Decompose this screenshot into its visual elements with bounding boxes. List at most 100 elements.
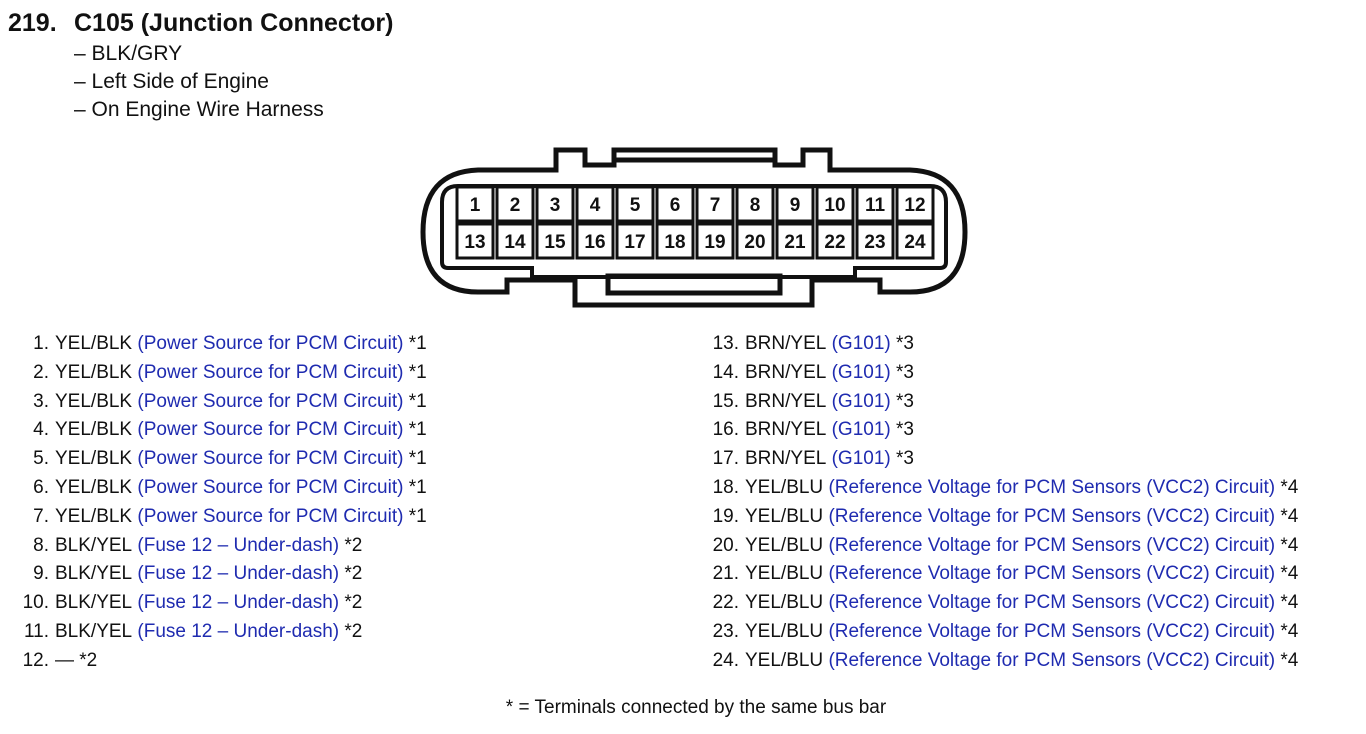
pin-cavity <box>615 185 655 223</box>
circuit-description: (Reference Voltage for PCM Sensors (VCC2… <box>828 476 1276 498</box>
bus-bar-note: *4 <box>1280 534 1299 556</box>
terminal-number: 1. <box>33 333 49 354</box>
bus-bar-note: *3 <box>896 361 914 383</box>
wire-color: YEL/BLU <box>745 592 824 614</box>
pin-number: 12 <box>904 195 925 216</box>
pin-cavity <box>895 222 935 260</box>
terminal-row: 5.YEL/BLK (Power Source for PCM Circuit)… <box>0 445 427 474</box>
circuit-description: (Fuse 12 – Under-dash) <box>137 563 340 585</box>
bus-bar-note: *1 <box>408 448 427 470</box>
pin-number: 8 <box>750 195 761 216</box>
bus-bar-note: *4 <box>1280 592 1299 614</box>
circuit-description: (G101) <box>831 361 891 383</box>
wire-color: YEL/BLK <box>55 361 133 383</box>
bus-bar-note: *4 <box>1280 505 1299 527</box>
terminal-row: 21. YEL/BLU (Reference Voltage for PCM Se… <box>690 560 1299 589</box>
pin-number: 3 <box>550 195 561 216</box>
terminal-row: 1.YEL/BLK (Power Source for PCM Circuit)… <box>0 330 427 359</box>
connector-outline <box>420 147 968 308</box>
terminal-row: 20.YEL/BLU (Reference Voltage for PCM Se… <box>690 532 1299 561</box>
pin-number: 24 <box>904 232 926 253</box>
pin-number: 17 <box>624 232 645 253</box>
terminal-row: 6.YEL/BLK (Power Source for PCM Circuit)… <box>0 474 427 503</box>
bus-bar-note: *1 <box>408 505 427 527</box>
pin-cavity <box>535 185 575 223</box>
circuit-description: (Reference Voltage for PCM Sensors (VCC2… <box>828 563 1276 585</box>
terminal-number: 21. <box>712 563 739 585</box>
circuit-description: (Power Source for PCM Circuit) <box>137 419 404 441</box>
terminal-number: 2. <box>33 361 49 383</box>
wire-color: BLK/YEL <box>55 592 133 614</box>
terminal-number: 7. <box>33 505 49 527</box>
wire-color: YEL/BLK <box>55 419 133 441</box>
pin-cavity <box>495 222 535 260</box>
pin-cavity <box>735 222 775 260</box>
terminal-row: 16.BRN/YEL (G101) *3 <box>690 416 1298 445</box>
connector-details: – BLK/GRY – Left Side of Engine – On Eng… <box>74 40 393 124</box>
terminal-row: 23.YEL/BLU (Reference Voltage for PCM Se… <box>690 618 1299 647</box>
bus-bar-note: *1 <box>408 419 427 441</box>
terminal-row: 2.YEL/BLK (Power Source for PCM Circuit)… <box>0 359 427 388</box>
circuit-description: (Fuse 12 – Under-dash) <box>137 592 340 614</box>
footnote: * = Terminals connected by the same bus … <box>505 697 887 718</box>
pin-number: 13 <box>464 232 485 253</box>
pin-number: 18 <box>664 232 685 253</box>
pin-number: 21 <box>784 232 806 253</box>
circuit-description: (Reference Voltage for PCM Sensors (VCC2… <box>828 505 1276 527</box>
wire-color: BLK/YEL <box>55 563 133 585</box>
wire-color: YEL/BLK <box>55 505 133 527</box>
pin-cavity <box>455 222 495 260</box>
pin-number: 10 <box>824 195 845 216</box>
pin-cavity <box>775 185 815 223</box>
bus-bar-note: *3 <box>896 448 914 470</box>
pin-cavity <box>495 185 535 223</box>
wire-color: YEL/BLU <box>745 563 824 585</box>
header: 219.C105 (Junction Connector) – BLK/GRY … <box>8 6 393 124</box>
pin-number: 19 <box>704 232 725 253</box>
pin-number: 15 <box>544 232 566 253</box>
terminal-number: 24. <box>712 649 739 671</box>
pin-cavity <box>655 185 695 223</box>
pin-number: 6 <box>670 195 681 216</box>
terminal-row: 13.BRN/YEL (G101) *3 <box>690 330 1298 359</box>
terminal-number: 9. <box>33 563 49 585</box>
circuit-description: (Fuse 12 – Under-dash) <box>137 534 340 556</box>
pin-number: 23 <box>864 232 885 253</box>
terminal-number: 20. <box>712 534 739 556</box>
bus-bar-note: *1 <box>408 390 427 412</box>
terminal-number: 13. <box>712 333 739 354</box>
pin-cavity <box>815 185 855 223</box>
terminal-number: 3. <box>33 390 49 412</box>
circuit-description: (Power Source for PCM Circuit) <box>137 390 404 412</box>
terminal-number: 23. <box>712 620 739 642</box>
pin-cavity <box>575 185 615 223</box>
pin-number: 2 <box>510 195 521 216</box>
circuit-description: (Power Source for PCM Circuit) <box>137 505 404 527</box>
terminal-number: 17. <box>712 448 739 470</box>
pin-cavity <box>855 185 895 223</box>
wire-color: YEL/BLK <box>55 390 133 412</box>
detail-color: – BLK/GRY <box>74 42 183 65</box>
terminal-number: 11. <box>23 620 49 642</box>
circuit-description: (G101) <box>831 419 891 441</box>
terminal-number: 19. <box>712 505 739 527</box>
terminal-row: 19.YEL/BLU (Reference Voltage for PCM Se… <box>690 503 1299 532</box>
terminal-number: 5. <box>33 448 49 470</box>
bus-bar-note: *1 <box>408 333 427 354</box>
pin-number: 20 <box>744 232 765 253</box>
pin-cavity <box>655 222 695 260</box>
detail-harness: – On Engine Wire Harness <box>74 98 324 121</box>
pin-number: 22 <box>824 232 845 253</box>
pin-number: 4 <box>590 195 601 216</box>
connector-cavity <box>440 184 948 279</box>
pin-cavity <box>815 222 855 260</box>
wire-color: BRN/YEL <box>745 361 827 383</box>
terminal-number: 15. <box>712 390 739 412</box>
pin-cavity <box>695 185 735 223</box>
pin-number: 11 <box>865 195 886 216</box>
pin-cavity <box>455 185 495 223</box>
pin-number: 16 <box>584 232 605 253</box>
wire-color: BRN/YEL <box>745 419 827 441</box>
bus-bar-note: *4 <box>1280 620 1299 642</box>
